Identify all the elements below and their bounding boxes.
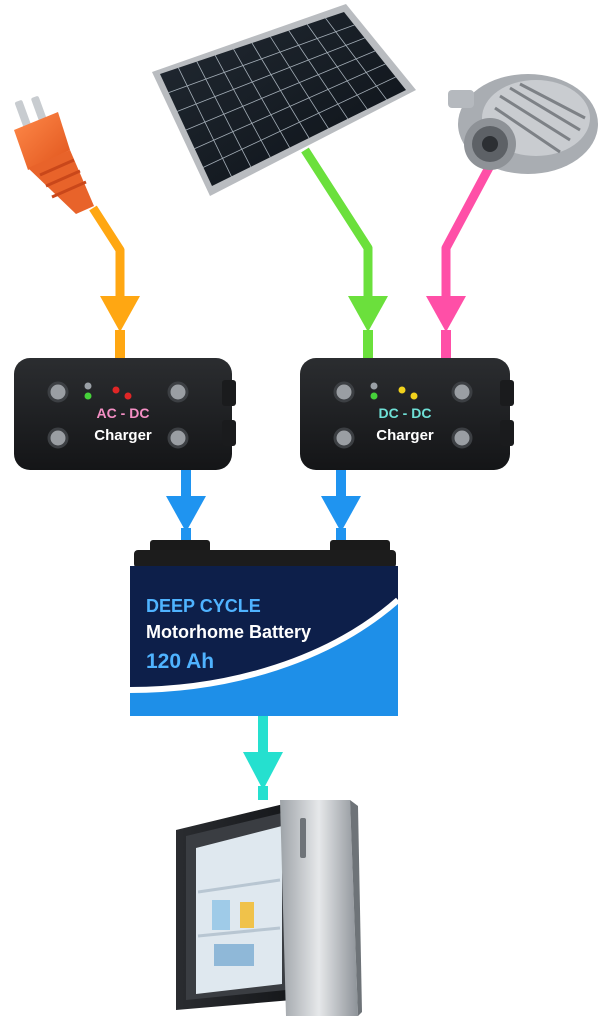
fridge-icon [176,800,362,1016]
alternator-wire [426,159,496,362]
ac-dc-charger-title: AC - DC [97,405,150,421]
mains-plug-icon [14,96,94,214]
solar-panel-icon [152,4,416,196]
solar-wire [301,147,388,362]
dc-dc-charger-title: DC - DC [379,405,432,421]
mains-wire [89,205,140,362]
battery-capacity: 120 Ah [146,650,214,673]
battery-name: Motorhome Battery [146,622,311,642]
charge-wire-dc [321,470,361,550]
dc-dc-charger: DC - DC Charger [300,358,514,470]
charge-wire-ac [166,470,206,550]
status-leds [370,382,418,400]
terminal-bolts [333,381,473,449]
status-leds [84,382,132,400]
terminal-bolts [47,381,189,449]
dc-dc-charger-subtitle: Charger [376,427,434,444]
load-wire [243,716,283,800]
ac-dc-charger: AC - DC Charger [14,358,236,470]
alternator-icon [448,74,598,174]
battery: DEEP CYCLE Motorhome Battery 120 Ah [129,540,400,716]
ac-dc-charger-subtitle: Charger [94,427,152,444]
battery-type: DEEP CYCLE [146,596,261,616]
